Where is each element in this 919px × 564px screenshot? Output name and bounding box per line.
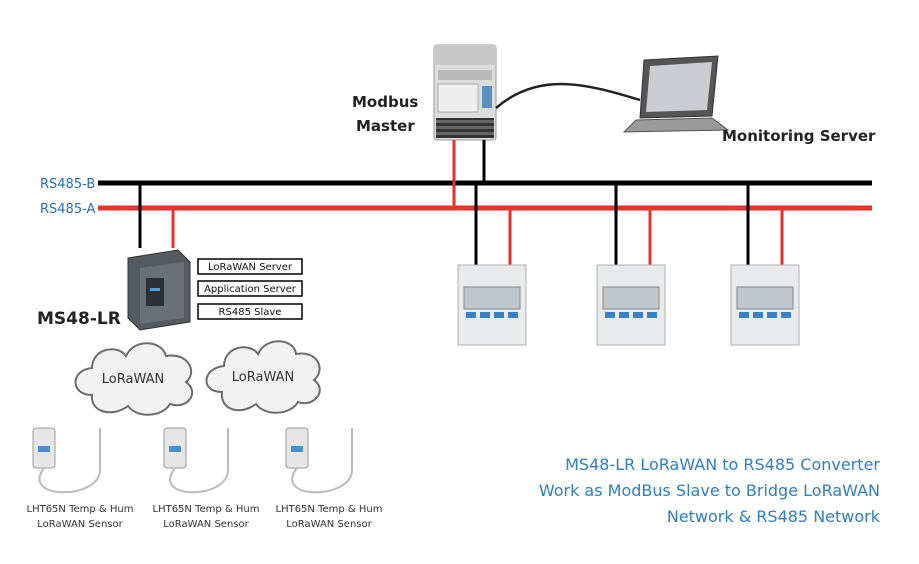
sensor-3-device-icon — [285, 427, 353, 494]
converter-name: MS48-LR — [37, 309, 121, 329]
rs485-a-label: RS485-A — [40, 202, 96, 217]
lorawan-cloud-1 — [74, 342, 193, 416]
role-box-lorawan-server — [197, 258, 303, 275]
role-lorawan-server: LoRaWAN Server — [208, 262, 293, 273]
meter-3 — [730, 183, 800, 346]
monitoring-server-label: Monitoring Server — [722, 127, 876, 145]
lorawan-cloud-2-label: LoRaWAN — [232, 370, 294, 385]
meter-2 — [596, 183, 666, 346]
sensor-2-device-icon — [163, 427, 229, 494]
sensor-2-label-line1: LHT65N Temp & Hum — [153, 504, 260, 515]
sensor-1-label-line1: LHT65N Temp & Hum — [27, 504, 134, 515]
sensor-3-label-line1: LHT65N Temp & Hum — [276, 504, 383, 515]
rs485-b-label: RS485-B — [40, 177, 95, 192]
sensor-1-device-icon — [32, 427, 101, 494]
caption-line2: Work as ModBus Slave to Bridge LoRaWAN — [539, 481, 880, 500]
sensor-3-label-line2: LoRaWAN Sensor — [286, 519, 372, 530]
role-rs485-slave: RS485 Slave — [219, 307, 282, 318]
caption-line3: Network & RS485 Network — [667, 507, 881, 526]
modbus-master-label-line1: Modbus — [352, 93, 418, 111]
sensor-2-label-line2: LoRaWAN Sensor — [163, 519, 249, 530]
role-box-rs485-slave — [197, 303, 303, 320]
converter-device-icon — [127, 249, 191, 331]
sensor-1-label-line2: LoRaWAN Sensor — [37, 519, 123, 530]
plc-device — [433, 44, 497, 141]
lorawan-cloud-1-label: LoRaWAN — [102, 372, 164, 387]
role-application-server: Application Server — [204, 284, 297, 295]
lorawan-cloud-2 — [205, 340, 321, 414]
meter-1 — [457, 183, 527, 346]
caption-line1: MS48-LR LoRaWAN to RS485 Converter — [565, 455, 880, 474]
modbus-master-label-line2: Master — [356, 117, 415, 135]
laptop-icon — [622, 55, 730, 133]
plc-laptop-cable — [495, 82, 641, 109]
role-box-application-server — [197, 280, 303, 297]
